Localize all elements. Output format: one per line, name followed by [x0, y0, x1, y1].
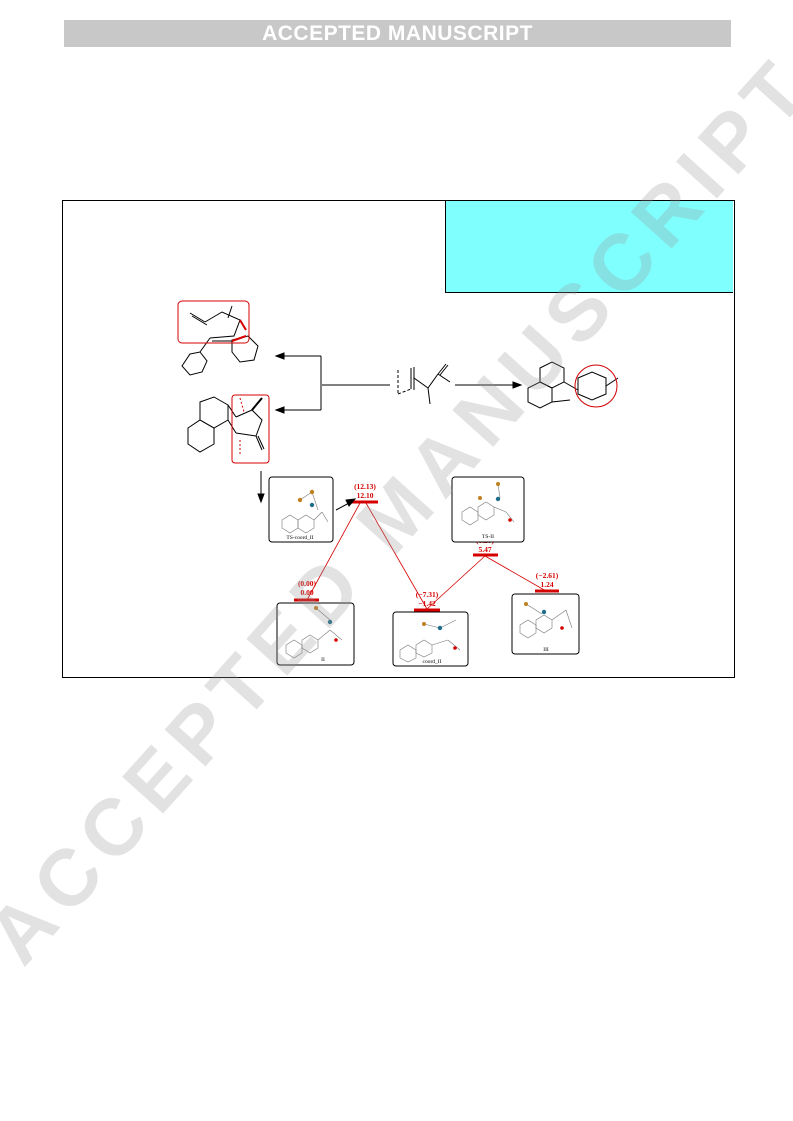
product-structure-top-left	[177, 300, 259, 376]
energy-label-iii: 1.24	[540, 580, 553, 589]
caption-coord-ii: coord_II	[423, 659, 442, 665]
energy-label-coord: −1.42	[418, 599, 436, 608]
caption-iii: III	[543, 647, 549, 653]
highlight-text-box	[445, 201, 733, 293]
energy-profile	[294, 500, 559, 612]
reaction-arrows	[257, 352, 523, 504]
caption-ts-ii: TS-II	[482, 534, 494, 540]
structure-panel-ts-coord-ii: TS-coord_II	[268, 476, 334, 543]
product-structure-middle-left	[187, 394, 270, 464]
energy-label-ii-free: (0.00)	[298, 579, 317, 588]
caption-ii: II	[321, 657, 325, 663]
reactant-structure	[397, 363, 451, 405]
energy-label-ts-ii: 5.47	[478, 545, 491, 554]
accepted-manuscript-banner: ACCEPTED MANUSCRIPT	[64, 20, 731, 47]
structure-panel-ts-ii: TS-II	[451, 476, 525, 543]
energy-label-ts-coord-free: (12.13)	[354, 482, 376, 491]
product-structure-right	[527, 361, 619, 409]
structure-panel-ii: II	[276, 602, 355, 666]
caption-ts-coord-ii: TS-coord_II	[286, 535, 313, 541]
structure-panel-coord-ii: coord_II	[392, 611, 469, 667]
structure-panel-iii: III	[511, 593, 580, 655]
energy-label-ii: 0.00	[300, 588, 313, 597]
energy-label-iii-free: (−2.61)	[536, 571, 559, 580]
ts-arrow	[335, 498, 357, 511]
energy-label-ts-coord: 12.10	[357, 491, 374, 500]
energy-label-coord-free: (−7.31)	[416, 590, 439, 599]
